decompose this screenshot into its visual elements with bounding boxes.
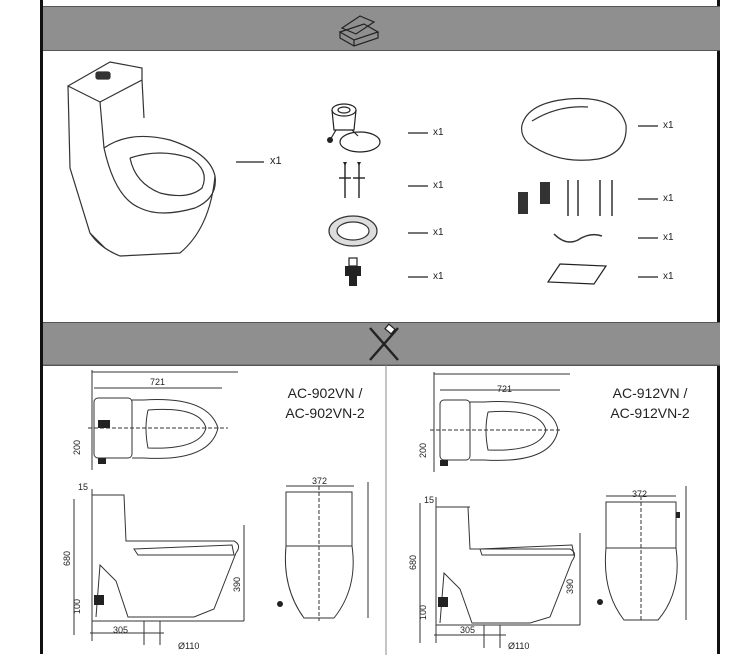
dim-pipe-right: Ø110 [508,641,530,651]
box-icon [338,15,380,47]
seat-hardware-icon [518,180,613,216]
dim-side-outlet-left: 100 [72,598,82,614]
front-view-right [597,486,687,622]
model-name-left: AC-902VN / AC-902VN-2 [270,383,380,423]
template-sheet-icon [546,263,608,285]
qty-line-kit-3 [408,232,428,234]
dim-front-width-left: 372 [312,476,328,486]
dim-top-depth-left: 200 [72,439,82,455]
top-view-left [88,370,238,470]
model-line1-left: AC-902VN / [287,385,363,401]
section-divider [43,364,720,365]
dim-top-width-left: 721 [150,377,166,387]
hose-icon [553,233,603,243]
parts-header-band [43,6,720,51]
qty-kit-4: x1 [433,271,444,282]
dim-side-rim-left: 15 [78,482,89,492]
model-line1-right: AC-912VN / [612,385,688,401]
qty-seat-4: x1 [663,271,674,282]
dim-front-width-right: 372 [632,489,648,499]
dim-seat-height-right: 390 [565,578,575,594]
dim-side-height-right: 680 [408,554,418,570]
qty-seat-1: x1 [663,120,674,131]
qty-line-kit-4 [408,276,428,278]
dim-side-rough-right: 305 [460,625,476,635]
qty-line-kit-1 [408,132,428,134]
column-divider [385,365,387,655]
qty-kit-3: x1 [433,227,444,238]
toilet-seat-icon [521,97,627,161]
flange-kit-icon [327,103,381,153]
qty-line-toilet [236,161,264,163]
side-view-right [419,497,581,648]
qty-seat-2: x1 [663,193,674,204]
qty-kit-1: x1 [433,127,444,138]
toilet-drawing [66,61,216,257]
dim-side-rim-right: 15 [424,495,435,505]
dim-side-rough-left: 305 [113,625,129,635]
qty-line-seat-2 [638,198,658,200]
qty-line-seat-3 [638,237,658,239]
dimensions-header-band [43,322,720,366]
model-line2-left: AC-902VN-2 [285,405,365,421]
model-name-right: AC-912VN / AC-912VN-2 [600,383,700,423]
qty-toilet: x1 [270,155,282,167]
dim-pipe-left: Ø110 [178,641,200,651]
tools-icon [369,323,399,361]
dim-seat-height-left: 390 [232,576,242,592]
dim-top-width-right: 721 [497,384,513,394]
dim-side-height-left: 680 [62,550,72,566]
top-view-right [430,372,570,472]
qty-line-kit-2 [408,185,428,187]
side-view-left [73,489,245,645]
dim-side-outlet-right: 100 [418,604,428,620]
qty-seat-3: x1 [663,232,674,243]
model-line2-right: AC-912VN-2 [610,405,690,421]
front-view-left [277,482,369,621]
valve-icon [345,257,361,286]
qty-kit-2: x1 [433,180,444,191]
qty-line-seat-4 [638,276,658,278]
qty-line-seat-1 [638,125,658,127]
bolts-icon [339,162,365,198]
dim-top-depth-right: 200 [418,442,428,458]
wax-ring-icon [328,215,378,247]
